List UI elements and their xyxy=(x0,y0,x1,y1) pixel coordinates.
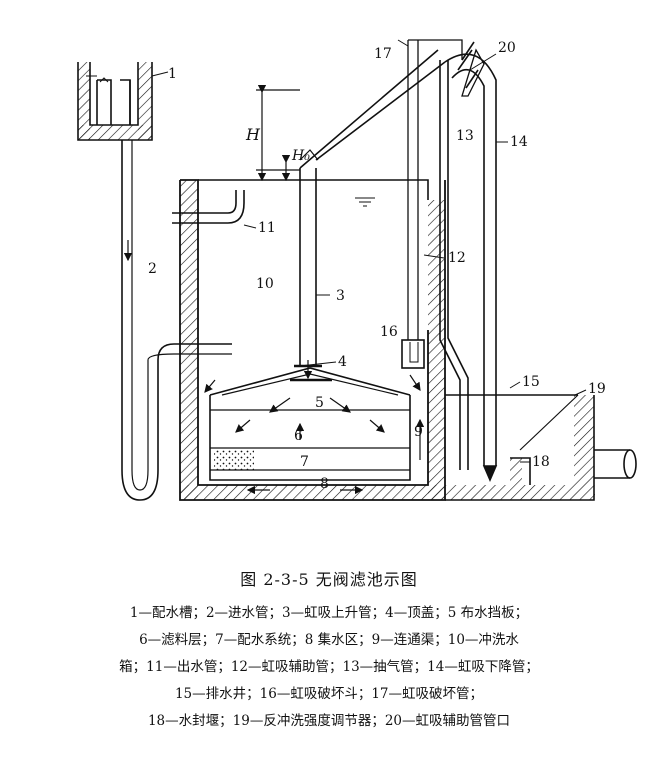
label-1: 1 xyxy=(168,66,177,82)
label-19: 19 xyxy=(588,381,606,397)
label-5: 5 xyxy=(315,395,324,411)
outlet-pipe xyxy=(172,190,245,224)
legend-line-2: 6—滤料层；7—配水系统；8 集水区；9—连通渠；10—冲洗水 xyxy=(139,632,519,648)
label-H: H xyxy=(245,125,261,144)
distribution-tank xyxy=(77,62,153,141)
water-level-marks xyxy=(355,197,375,207)
figure-caption: 图 2-3-5 无阀滤池示图 1—配水槽；2—进水管；3—虹吸上升管；4—顶盖；… xyxy=(0,560,658,735)
label-6: 6 xyxy=(294,428,303,444)
siphon-down-pipe xyxy=(444,41,498,483)
filter-diagram: 1 2 3 4 5 6 7 8 9 10 11 12 13 14 15 16 1… xyxy=(77,39,637,501)
legend-line-1: 1—配水槽；2—进水管；3—虹吸上升管；4—顶盖；5 布水挡板； xyxy=(129,605,529,621)
label-11: 11 xyxy=(258,220,276,236)
label-7: 7 xyxy=(300,454,309,470)
inlet-pipe xyxy=(121,140,232,501)
label-9: 9 xyxy=(414,424,423,440)
label-16: 16 xyxy=(380,324,398,340)
label-10: 10 xyxy=(256,276,274,292)
leader-lines xyxy=(151,39,587,463)
label-15: 15 xyxy=(522,374,540,390)
diagram-labels: 1 2 3 4 5 6 7 8 9 10 11 12 13 14 15 16 1… xyxy=(148,40,606,492)
label-17: 17 xyxy=(374,46,392,62)
label-3: 3 xyxy=(336,288,345,304)
legend-line-4: 15—排水井；16—虹吸破坏斗；17—虹吸破坏管； xyxy=(174,686,484,702)
drain-well xyxy=(445,394,637,501)
siphon-auxiliary-tubes xyxy=(401,39,469,470)
label-H0: H₀ xyxy=(291,148,310,164)
label-4: 4 xyxy=(338,354,347,370)
label-20: 20 xyxy=(498,40,516,56)
label-12: 12 xyxy=(448,250,466,266)
figure-title: 图 2-3-5 无阀滤池示图 xyxy=(240,570,418,589)
label-18: 18 xyxy=(532,454,550,470)
label-14: 14 xyxy=(510,134,528,150)
label-8: 8 xyxy=(320,476,329,492)
legend-line-5: 18—水封堰；19—反冲洗强度调节器；20—虹吸辅助管管口 xyxy=(147,713,511,729)
label-2: 2 xyxy=(148,261,157,277)
siphon-riser xyxy=(294,49,446,368)
filter-bed xyxy=(209,367,411,481)
label-13: 13 xyxy=(456,128,474,144)
legend-line-3: 箱；11—出水管；12—虹吸辅助管；13—抽气管；14—虹吸下降管； xyxy=(119,659,539,675)
filter-walls xyxy=(179,179,446,501)
head-dimensions xyxy=(256,84,300,182)
flow-arrows xyxy=(123,240,425,495)
